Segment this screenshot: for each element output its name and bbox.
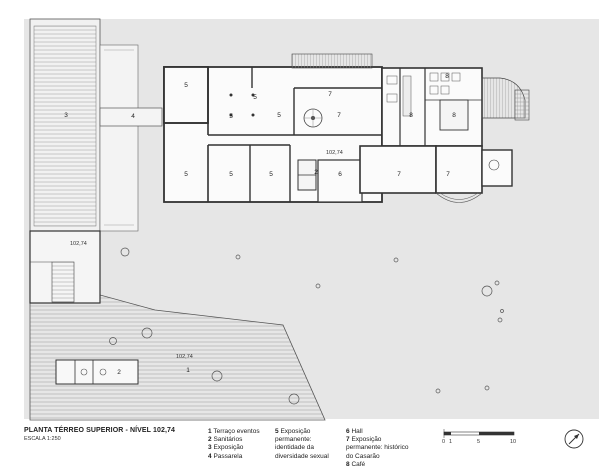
stair <box>51 261 75 303</box>
scale-bar <box>443 429 515 438</box>
east-wing <box>359 67 530 203</box>
level-labels: 102,74 102,74 102,74 <box>70 150 343 360</box>
level-label-stair: 102,74 <box>70 241 87 247</box>
main-building <box>163 53 383 203</box>
room-label-terrace: 1 <box>186 367 190 374</box>
room-labels: 1 2 2 3 4 5 5 5 5 5 5 5 6 7 7 7 7 8 8 8 <box>64 73 456 376</box>
exposition-band-side <box>99 44 139 232</box>
room-label-walkway: 3 <box>64 112 68 119</box>
legend-item: 1 Terraço eventos <box>208 428 260 435</box>
legend-item: 2 Sanitários <box>208 436 243 444</box>
legend-item: identidade da <box>275 444 315 452</box>
room-label-cafe-3: 8 <box>445 73 449 80</box>
room-label-cafe-1: 8 <box>409 112 413 119</box>
legend-item: 3 Exposição <box>208 444 244 452</box>
passarela <box>99 107 163 127</box>
legend-item: 8 Café <box>346 460 366 468</box>
room-label-exposition-1: 5 <box>184 82 188 89</box>
room-label-exposition-6: 5 <box>269 171 273 178</box>
level-label-building: 102,74 <box>326 150 343 156</box>
plan-title: PLANTA TÉRREO SUPERIOR - NÍVEL 102,74 <box>24 427 175 434</box>
legend-item: permanente: <box>275 436 312 444</box>
scale-tick-1: 1 <box>449 439 453 445</box>
sanitary-lower <box>55 359 139 385</box>
legend-item: 6 Hall <box>346 428 363 435</box>
room-label-historic-3: 7 <box>446 171 450 178</box>
room-label-exposition-7: 5 <box>253 94 257 101</box>
legend-item: do Casarão <box>346 452 380 460</box>
legend-column-3: 6 Hall 7 Exposição permanente: histórico… <box>346 428 409 469</box>
scale-tick-0: 0 <box>442 439 446 445</box>
room-label-cafe-2: 8 <box>452 112 456 119</box>
room-label-exposition-3: 5 <box>277 112 281 119</box>
exposition-band-inner <box>33 25 97 227</box>
legend-item: 7 Exposição <box>346 436 382 444</box>
room-label-sanitary-a: 2 <box>117 369 121 376</box>
legend-item: 4 Passarela <box>208 452 243 460</box>
legend-item: diversidade sexual <box>275 452 329 460</box>
scale-tick-10: 10 <box>510 439 517 445</box>
level-label-terrace: 102,74 <box>176 354 193 360</box>
room-label-hall: 6 <box>338 171 342 178</box>
scale-tick-5: 5 <box>477 439 481 445</box>
room-label-sanitary-b: 2 <box>314 169 318 176</box>
trees <box>109 247 504 405</box>
legend-column-2: 5 Exposição permanente: identidade da di… <box>275 428 329 461</box>
room-label-exposition-4: 5 <box>184 171 188 178</box>
room-label-exposition-5: 5 <box>229 171 233 178</box>
room-label-historic-1: 7 <box>337 112 341 119</box>
room-label-passarela: 4 <box>131 113 135 120</box>
legend-item: 5 Exposição <box>275 428 311 435</box>
legend-column-1: 1 Terraço eventos 2 Sanitários 3 Exposiç… <box>208 428 260 461</box>
room-label-historic-2: 7 <box>397 171 401 178</box>
room-label-exposition-2: 5 <box>229 113 233 120</box>
north-arrow-icon <box>564 429 584 449</box>
legend-item: permanente: histórico <box>346 444 409 452</box>
room-label-historic-4: 7 <box>328 91 332 98</box>
plan-scale: ESCALA 1:250 <box>24 436 61 442</box>
